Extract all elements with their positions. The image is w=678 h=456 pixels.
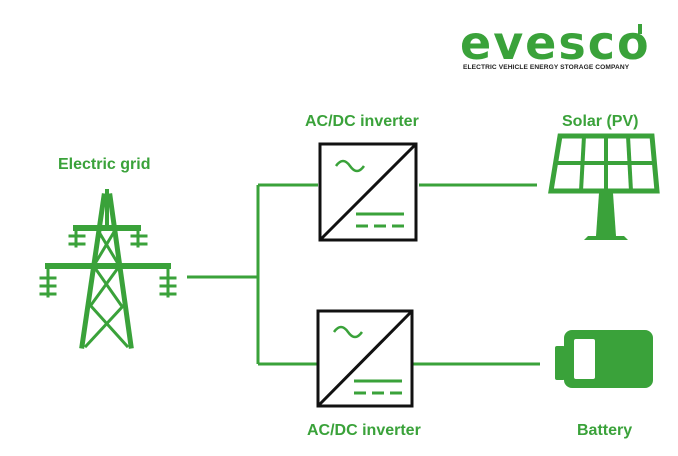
inverter-bottom-label: AC/DC inverter [307,422,421,439]
connection-lines [187,183,540,366]
inverter-bottom-icon [316,309,414,408]
inverter-top-label: AC/DC inverter [305,113,419,130]
transmission-tower-icon [39,189,177,349]
battery-label: Battery [577,422,633,439]
brand-logo-wordmark: evesco [460,16,651,70]
solar-panel-icon [548,133,660,240]
inverter-top-icon [318,142,418,242]
grid-label: Electric grid [58,156,151,173]
solar-label: Solar (PV) [562,113,639,130]
brand-logo-tagline: ELECTRIC VEHICLE ENERGY STORAGE COMPANY [463,64,630,71]
battery-icon [555,330,653,388]
